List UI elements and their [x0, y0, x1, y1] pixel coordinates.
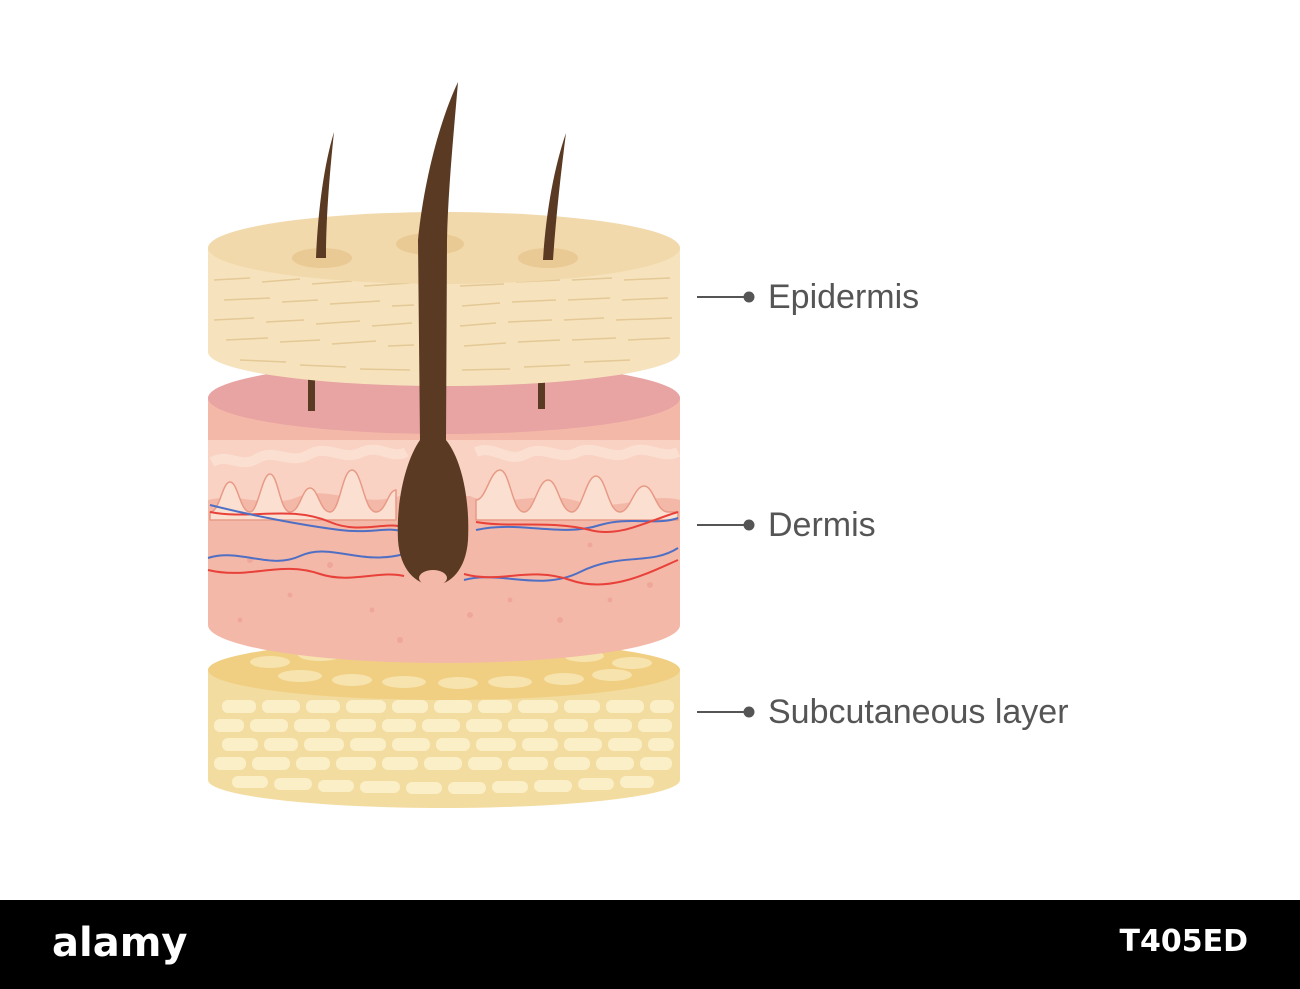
skin-layers-diagram: [0, 0, 1300, 900]
label-subcutaneous-layer: Subcutaneous layer: [768, 692, 1069, 732]
dermis-leader-dot: [745, 521, 754, 530]
subcutaneous-leader-dot: [745, 708, 754, 717]
label-leaders: [697, 293, 754, 717]
epidermis-leader-dot: [745, 293, 754, 302]
watermark-footer: alamy T405ED: [0, 900, 1300, 989]
label-dermis: Dermis: [768, 505, 876, 545]
image-id: T405ED: [1120, 924, 1248, 959]
hair-bulb-papilla: [419, 570, 447, 586]
hair-shaft-left: [308, 375, 315, 411]
label-epidermis: Epidermis: [768, 277, 919, 317]
subcutaneous-layer: [208, 640, 680, 808]
brand-logo: alamy: [52, 920, 187, 966]
